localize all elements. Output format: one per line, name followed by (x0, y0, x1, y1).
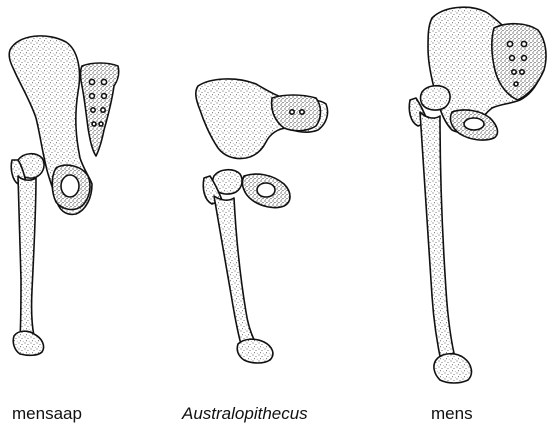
label-mensaap: mensaap (12, 404, 82, 424)
ape-sacrum (81, 63, 119, 156)
australopithecus-obturator-foramen (257, 183, 275, 197)
ape-femur-shaft (18, 176, 36, 338)
ape-femur-distal-end (13, 331, 43, 355)
ape-pelvis-femur-icon (9, 36, 119, 355)
human-femur-distal-end (434, 354, 472, 383)
human-obturator-foramen (464, 118, 484, 130)
australopithecus-femur-shaft (214, 196, 256, 348)
label-australopithecus: Australopithecus (182, 404, 308, 424)
human-femur-shaft (420, 112, 456, 366)
ape-obturator-foramen (61, 175, 79, 197)
human-pelvis-femur-icon (409, 7, 546, 383)
australopithecus-femur-distal-end (237, 339, 273, 363)
australopithecus-pelvis-femur-icon (196, 79, 328, 363)
label-mens: mens (431, 404, 473, 424)
human-femur-head (421, 86, 451, 110)
